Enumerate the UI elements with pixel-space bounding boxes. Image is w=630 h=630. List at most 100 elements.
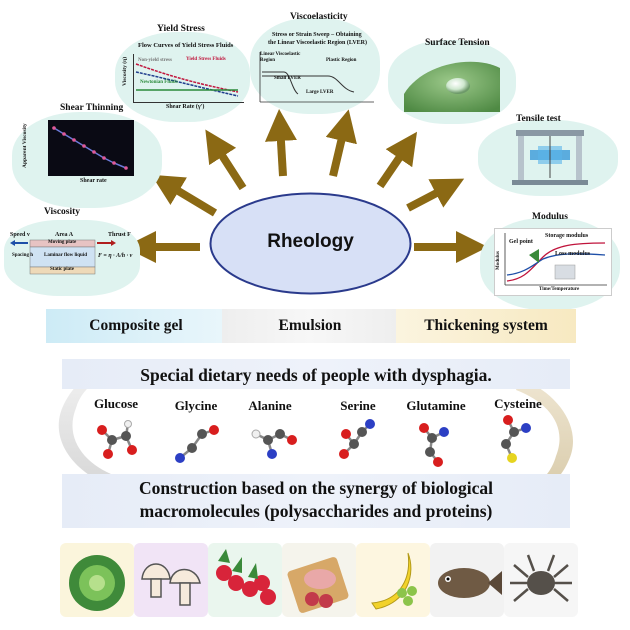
shear-thinning-ylabel: Apparent Viscosity: [22, 123, 28, 168]
molecule-serine-label: Serine: [340, 398, 376, 413]
atom: [103, 449, 113, 459]
thrust-label: Thrust F: [108, 232, 131, 238]
food-cabbage-icon: [60, 543, 134, 617]
food-fish-icon: [430, 543, 504, 617]
modulus-ylabel: Modulus: [496, 251, 501, 270]
tensile-test-title: Tensile test: [516, 114, 561, 124]
shear-thinning-xlabel: Shear rate: [80, 178, 107, 184]
linear-region-label-1: Linear Viscoelastic: [260, 52, 301, 57]
gel-point-label: Gel point: [509, 239, 533, 245]
atom: [509, 427, 519, 437]
atom: [521, 423, 531, 433]
atom: [197, 429, 207, 439]
atom: [187, 443, 197, 453]
rheology-label: Rheology: [267, 231, 354, 252]
yield-stress-xlabel: Shear Rate (γ'): [166, 104, 205, 110]
arrow-to-surface-tension: [376, 131, 418, 189]
shear-thinning-title: Shear Thinning: [60, 103, 124, 113]
atom: [124, 420, 132, 428]
atom: [97, 425, 107, 435]
food-mushroom-icon: [134, 543, 208, 617]
atom: [275, 429, 285, 439]
viscoelasticity-subtitle-2: the Linear Viscoelastic Region (LVER): [268, 40, 367, 46]
molecule-alanine-label: Alanine: [248, 398, 292, 413]
atom: [127, 445, 137, 455]
atom: [503, 415, 513, 425]
cycle-arrow-right: [512, 378, 574, 504]
atom: [341, 429, 351, 439]
food-radish-icon: [208, 543, 282, 617]
modulus-title: Modulus: [532, 212, 568, 222]
atom: [365, 419, 375, 429]
atom: [339, 449, 349, 459]
atom: [267, 449, 277, 459]
surface-tension-title: Surface Tension: [425, 38, 490, 48]
modulus-xlabel: Time/Temperature: [539, 287, 580, 292]
tensile-machine-image: [508, 128, 592, 186]
viscoelasticity-title: Viscoelasticity: [290, 12, 348, 22]
arrow-to-viscoelasticity-right: [325, 109, 357, 177]
viscosity-formula: F = η · A/h · v: [98, 253, 133, 259]
large-lver-label: Large LVER: [306, 90, 334, 95]
spacing-label: Spacing h: [12, 253, 33, 258]
category-composite-gel: Composite gel: [46, 309, 226, 343]
category-emulsion-label: Emulsion: [278, 317, 342, 334]
shear-thinning-chart: [48, 120, 134, 176]
small-lver-label: Small LVER: [274, 76, 301, 81]
cycle-arrow-left: [58, 360, 122, 486]
newtonian-series-label: Newtonian Fluids: [140, 80, 178, 85]
atom: [507, 453, 517, 463]
category-thickening-system-label: Thickening system: [424, 317, 548, 334]
atom: [501, 439, 511, 449]
category-composite-gel-label: Composite gel: [89, 317, 183, 334]
food-crab-icon: [504, 543, 578, 617]
atom: [425, 447, 435, 457]
area-label: Area A: [55, 232, 74, 238]
yield-stress-subtitle: Flow Curves of Yield Stress Fluids: [138, 42, 234, 49]
molecule-glycine-label: Glycine: [174, 398, 218, 413]
leaf-droplet-image: [402, 54, 502, 112]
molecule-models: [97, 415, 531, 467]
food-ham-icon: [282, 543, 356, 617]
cycle-arrows: [58, 360, 574, 504]
atom: [175, 453, 185, 463]
atom: [419, 423, 429, 433]
arrow-to-shear-thinning: [151, 174, 218, 217]
dysphagia-text: Special dietary needs of people with dys…: [140, 365, 492, 385]
food-banana-peas-icon: [356, 543, 430, 617]
molecule-glutamine-label: Glutamine: [406, 398, 466, 413]
moving-plate-label: Moving plate: [48, 240, 77, 245]
atom: [439, 427, 449, 437]
atom: [263, 435, 273, 445]
yield-series-label: Yield Stress Fluids: [186, 57, 226, 62]
molecule-glucose-label: Glucose: [93, 396, 139, 411]
storage-modulus-label: Storage modulus: [545, 233, 589, 239]
construction-line-2: macromolecules (polysaccharides and prot…: [139, 501, 493, 521]
non-yield-series-label: Non-yield stress: [138, 58, 172, 63]
construction-band: Construction based on the synergy of bio…: [62, 474, 570, 528]
laminar-label: Laminar flow liquid: [44, 253, 87, 258]
arrow-to-yield-stress: [205, 129, 247, 191]
modulus-chart: Gel point Storage modulus Loss modulus T…: [494, 228, 612, 296]
arrow-to-viscoelasticity-left: [264, 109, 297, 177]
viscosity-diagram: Speed v Area A Thrust F Moving plate Spa…: [10, 232, 134, 286]
category-thickening-system: Thickening system: [396, 309, 576, 343]
static-plate-label: Static plate: [50, 267, 75, 272]
viscosity-title: Viscosity: [44, 207, 81, 217]
viscoelasticity-chart: Linear Viscoelastic Region Plastic Regio…: [258, 50, 376, 104]
speed-label: Speed v: [10, 232, 30, 238]
molecule-cysteine-label: Cysteine: [494, 396, 542, 411]
loss-modulus-label: Loss modulus: [555, 251, 591, 257]
yield-stress-ylabel: Viscosity (η): [122, 56, 128, 86]
atom: [287, 435, 297, 445]
plastic-region-label: Plastic Region: [326, 58, 357, 63]
yield-stress-card: [115, 32, 250, 122]
atom: [251, 429, 261, 439]
construction-line-1: Construction based on the synergy of bio…: [139, 478, 493, 498]
atom: [357, 427, 367, 437]
category-emulsion: Emulsion: [222, 309, 398, 343]
linear-region-label-2: Region: [260, 58, 275, 63]
atom: [433, 457, 443, 467]
rheology-ellipse: Rheology: [208, 191, 413, 296]
